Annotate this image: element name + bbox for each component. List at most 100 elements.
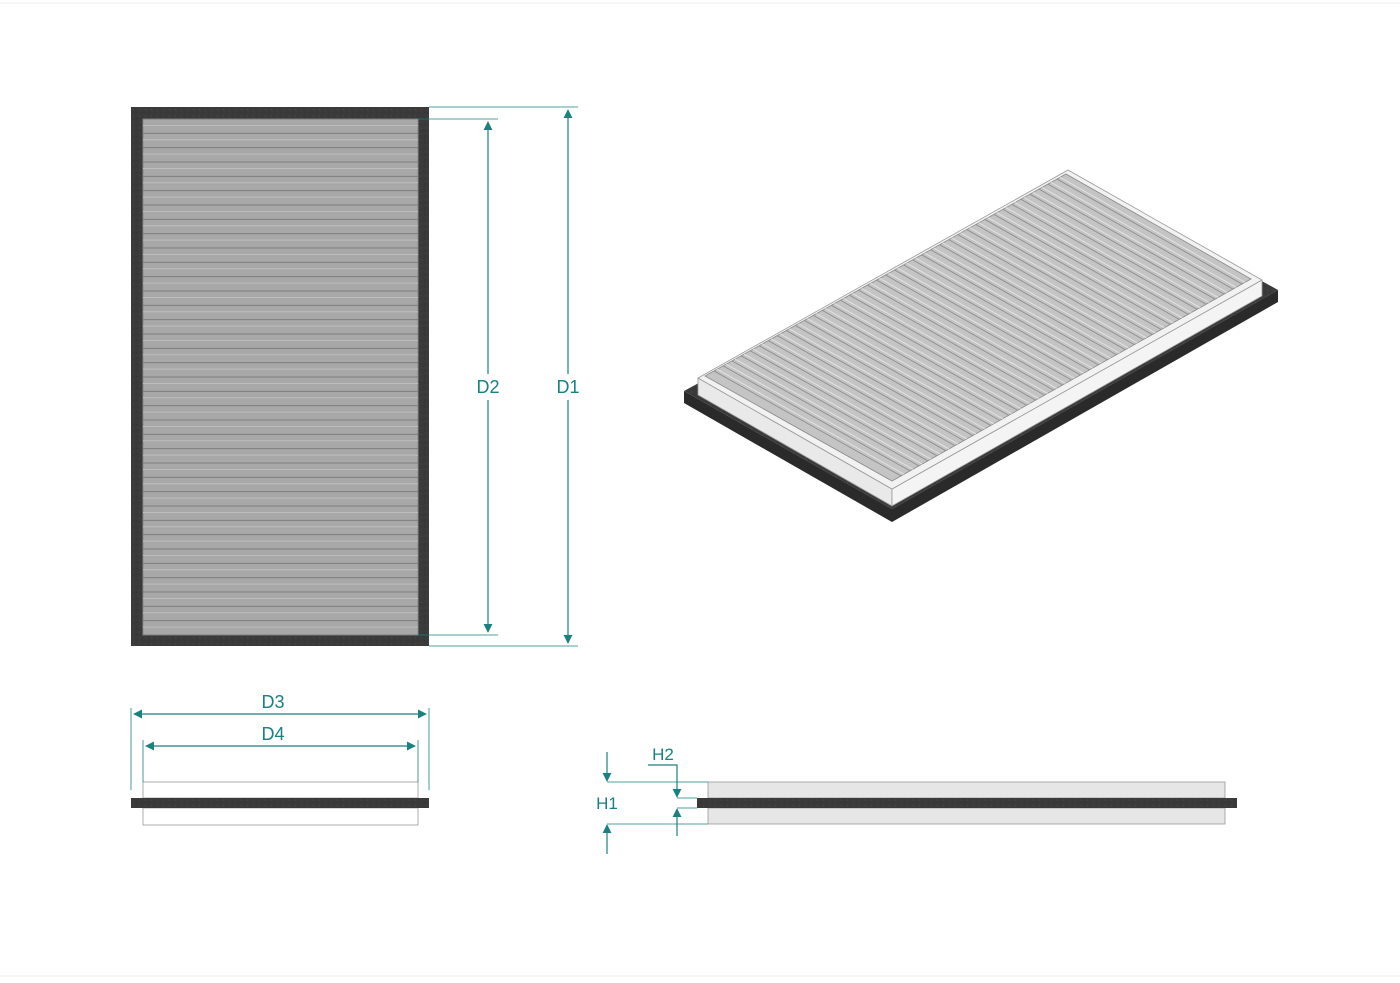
iso-pleat-highlight bbox=[987, 217, 1174, 324]
iso-pleat-line bbox=[921, 254, 1108, 361]
iso-pleat-line bbox=[758, 345, 947, 452]
dimension-d3: D3 bbox=[130, 690, 430, 790]
iso-pleat-highlight bbox=[761, 343, 950, 450]
iso-pleat-highlight bbox=[1041, 186, 1228, 293]
iso-pleat-line bbox=[894, 269, 1081, 376]
side-gasket bbox=[697, 798, 1237, 808]
iso-pleat-line bbox=[1038, 188, 1225, 295]
iso-pleat-highlight bbox=[942, 242, 1129, 349]
iso-pleat-highlight bbox=[816, 313, 1003, 420]
iso-pleat-line bbox=[1047, 183, 1234, 290]
iso-pleat-highlight bbox=[978, 222, 1165, 329]
iso-pleat-highlight bbox=[879, 277, 1066, 384]
side-frame-bottom bbox=[707, 807, 1226, 825]
iso-pleat-line bbox=[912, 259, 1099, 366]
iso-pleat-highlight bbox=[779, 333, 968, 440]
iso-pleat-line bbox=[1029, 193, 1216, 300]
front-frame-bottom bbox=[142, 807, 419, 826]
iso-pleat-highlight bbox=[807, 318, 995, 425]
iso-pleat-line bbox=[749, 350, 938, 457]
iso-pleat-highlight bbox=[888, 272, 1075, 379]
iso-pleat-line bbox=[1011, 203, 1198, 310]
iso-pleat-highlight bbox=[789, 328, 977, 435]
iso-pleat-highlight bbox=[825, 308, 1012, 415]
iso-pleat-highlight bbox=[915, 257, 1102, 364]
iso-pleat-highlight bbox=[1005, 207, 1192, 314]
iso-pleat-highlight bbox=[752, 348, 941, 455]
iso-pleat-line bbox=[1020, 198, 1207, 305]
iso-pleat-highlight bbox=[852, 293, 1039, 399]
iso-pleat-line bbox=[813, 315, 1000, 421]
top-view-pleats bbox=[143, 118, 418, 636]
side-view bbox=[697, 781, 1237, 825]
iso-pleat-line bbox=[966, 229, 1153, 335]
iso-pleat-line bbox=[722, 365, 911, 472]
iso-pleats bbox=[713, 176, 1246, 477]
iso-pleat-line bbox=[903, 264, 1090, 371]
iso-pleat-line bbox=[885, 274, 1072, 381]
iso-pleat-line bbox=[867, 284, 1054, 391]
iso-pleat-highlight bbox=[969, 227, 1156, 334]
iso-pleat-highlight bbox=[1050, 181, 1237, 288]
front-view bbox=[131, 781, 429, 826]
dimension-d2: D2 bbox=[418, 118, 504, 636]
iso-pleat-highlight bbox=[960, 232, 1147, 339]
iso-pleat-line bbox=[858, 289, 1045, 396]
front-frame-top bbox=[142, 781, 419, 799]
iso-pleat-line bbox=[804, 320, 991, 426]
iso-pleat-line bbox=[776, 335, 965, 441]
label-d1: D1 bbox=[556, 377, 579, 397]
iso-pleat-line bbox=[984, 219, 1171, 325]
iso-pleat-highlight bbox=[933, 247, 1120, 354]
iso-pleat-line bbox=[1056, 178, 1243, 285]
iso-pleat-highlight bbox=[1032, 192, 1219, 298]
iso-pleat-line bbox=[840, 299, 1027, 406]
iso-pleat-highlight bbox=[743, 353, 932, 460]
side-frame-top bbox=[707, 781, 1226, 799]
dimension-h2: H2 bbox=[648, 745, 697, 836]
iso-pleat-line bbox=[876, 279, 1063, 386]
label-d4: D4 bbox=[261, 724, 284, 744]
iso-pleat-highlight bbox=[1023, 197, 1210, 303]
dimension-h1: H1 bbox=[596, 752, 708, 854]
iso-pleat-highlight bbox=[951, 237, 1138, 344]
iso-pleat-line bbox=[822, 309, 1009, 416]
label-d2: D2 bbox=[476, 377, 499, 397]
dimension-d1: D1 bbox=[429, 106, 584, 647]
iso-pleat-line bbox=[957, 234, 1144, 340]
iso-pleat-line bbox=[767, 340, 956, 447]
iso-pleat-highlight bbox=[906, 262, 1093, 369]
iso-pleat-highlight bbox=[770, 338, 959, 445]
iso-pleat-highlight bbox=[870, 282, 1057, 389]
iso-pleat-line bbox=[731, 360, 920, 467]
front-gasket bbox=[131, 798, 429, 808]
iso-pleat-highlight bbox=[861, 287, 1048, 394]
iso-pleat-line bbox=[993, 214, 1180, 320]
label-h1: H1 bbox=[596, 794, 618, 813]
iso-pleat-line bbox=[740, 355, 929, 462]
iso-pleat-highlight bbox=[734, 358, 923, 465]
iso-pleat-line bbox=[930, 249, 1117, 356]
iso-pleat-highlight bbox=[834, 303, 1021, 409]
iso-pleat-highlight bbox=[924, 252, 1111, 359]
iso-pleat-line bbox=[939, 244, 1126, 351]
isometric-view bbox=[684, 169, 1278, 522]
iso-pleat-line bbox=[849, 294, 1036, 401]
iso-pleat-highlight bbox=[996, 212, 1183, 319]
iso-pleat-highlight bbox=[897, 267, 1084, 374]
iso-pleat-line bbox=[975, 224, 1162, 330]
iso-pleat-highlight bbox=[1014, 202, 1201, 308]
top-view bbox=[131, 107, 429, 646]
label-d3: D3 bbox=[261, 692, 284, 712]
iso-pleat-line bbox=[786, 330, 973, 436]
iso-pleat-line bbox=[795, 325, 982, 431]
iso-pleat-highlight bbox=[1059, 176, 1246, 283]
dimension-d4: D4 bbox=[142, 722, 419, 782]
iso-pleat-line bbox=[713, 370, 902, 477]
iso-pleat-line bbox=[948, 239, 1135, 346]
iso-pleat-highlight bbox=[798, 323, 986, 430]
iso-pleat-highlight bbox=[843, 298, 1030, 404]
iso-pleat-line bbox=[1002, 208, 1189, 315]
